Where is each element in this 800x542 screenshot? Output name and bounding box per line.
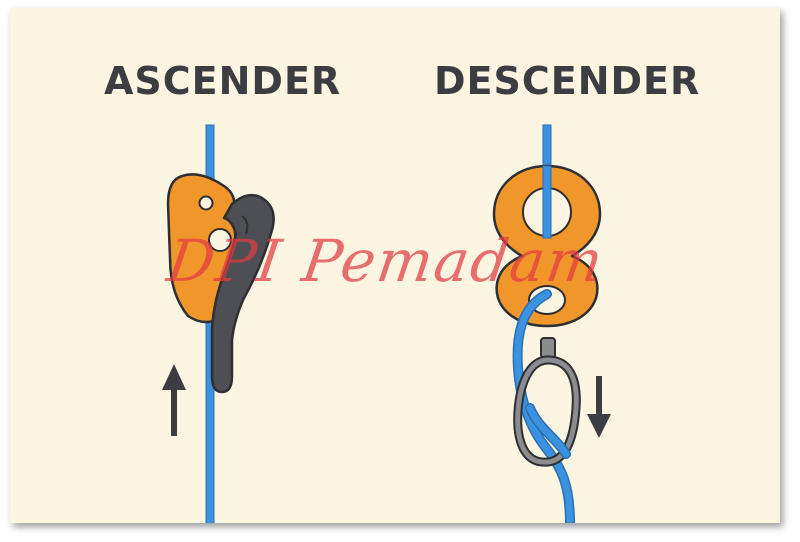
ascender-pivot-hole bbox=[198, 195, 214, 211]
carabiner bbox=[513, 337, 581, 467]
arrow-down-icon bbox=[587, 376, 611, 438]
ascender-descender-illustration bbox=[162, 124, 611, 523]
arrow-up-icon bbox=[162, 364, 186, 436]
ascender-cam-lever bbox=[210, 193, 275, 394]
descender-lower-hole bbox=[528, 285, 566, 315]
diagram-frame: ASCENDER DESCENDER DPI Pemadam bbox=[10, 8, 780, 523]
watermark-text: DPI Pemadam bbox=[163, 227, 609, 295]
carabiner-gate-lock bbox=[540, 337, 556, 359]
figure-eight-descender bbox=[492, 164, 602, 328]
descender-label: DESCENDER bbox=[434, 59, 701, 103]
ascender-label: ASCENDER bbox=[104, 59, 342, 103]
